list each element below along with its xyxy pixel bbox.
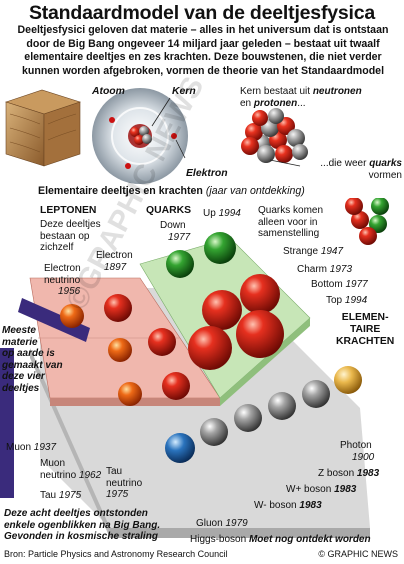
page-title: Standaardmodel van de deeltjesfysica (28, 2, 376, 24)
section-title: Elementaire deeltjes en krachten (jaar v… (38, 185, 305, 197)
standard-model-diagram (0, 198, 389, 538)
nucleus-label: Kern (172, 86, 196, 97)
quark-up-label: Up 1994 (203, 208, 241, 219)
quarks-header: QUARKS (146, 205, 192, 216)
quark-charm-label: Charm 1973 (297, 264, 353, 275)
force-higgs-label: Higgs-boson Moet nog ontdekt worden (190, 534, 371, 545)
force-w-minus-boson-label: W- boson 1983 (254, 500, 322, 511)
electron-label: Elektron (186, 168, 228, 179)
wood-cube-icon (5, 89, 81, 167)
quark-top-label: Top 1994 (326, 295, 368, 306)
copyright: © GRAPHIC NEWS (318, 549, 398, 559)
force-gluon-label: Gluon 1979 (196, 518, 248, 529)
atom-label: Atoom (92, 86, 125, 97)
source-credit: Bron: Particle Physics and Astronomy Res… (4, 549, 228, 559)
force-z-boson-label: Z boson 1983 (318, 468, 380, 479)
lepton-muon-label: Muon 1937 (6, 442, 57, 453)
intro-text: Deeltjesfysici geloven dat materie – all… (17, 24, 389, 77)
atom-icon (92, 88, 188, 184)
force-w-plus-boson-label: W+ boson 1983 (286, 484, 357, 495)
top-illustration (5, 88, 308, 184)
nucleus-description: Kern bestaat uit neutronen en protonen..… (240, 86, 362, 109)
nucleus-icon (241, 108, 308, 167)
leptons-header: LEPTONEN (40, 205, 97, 216)
lepton-tau-label: Tau 1975 (40, 490, 82, 501)
quark-bottom-label: Bottom 1977 (311, 279, 368, 290)
quark-strange-label: Strange 1947 (283, 246, 344, 257)
